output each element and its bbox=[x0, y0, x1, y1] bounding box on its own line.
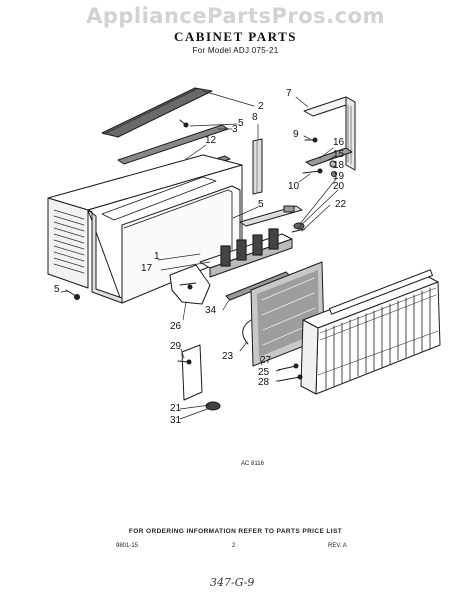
callout-label: 7 bbox=[286, 88, 292, 99]
page-number: 2 bbox=[232, 543, 236, 549]
callout-label: 5 bbox=[54, 284, 60, 295]
callout-label: 17 bbox=[141, 263, 153, 274]
callout-label: 18 bbox=[333, 160, 345, 171]
callout-label: 27 bbox=[260, 355, 272, 366]
callout-label: 29 bbox=[170, 341, 182, 352]
callout-label: 15 bbox=[333, 149, 345, 160]
callout-label: 20 bbox=[333, 181, 345, 192]
ordering-note: FOR ORDERING INFORMATION REFER TO PARTS … bbox=[128, 528, 343, 535]
part-front-grille-23 bbox=[300, 269, 441, 395]
callout-label: 23 bbox=[222, 351, 234, 362]
part-side-bracket-21 bbox=[177, 344, 221, 411]
part-post-8 bbox=[252, 138, 263, 195]
callout-label: 31 bbox=[170, 415, 182, 426]
screw-icon bbox=[277, 363, 303, 382]
revision-label: REV. A bbox=[328, 543, 347, 549]
callout-label: 22 bbox=[335, 199, 347, 210]
watermark-text: AppliancePartsPros.com bbox=[86, 4, 385, 28]
callout-label: 21 bbox=[170, 403, 182, 414]
callout-label: 1 bbox=[154, 251, 160, 262]
screw-icon bbox=[65, 289, 80, 300]
callout-label: 25 bbox=[258, 367, 270, 378]
part-support-bracket-28 bbox=[169, 264, 211, 305]
model-subtitle: For Model ADJ 075-21 bbox=[192, 46, 279, 55]
callout-label: 19 bbox=[333, 171, 345, 182]
callout-label: 3 bbox=[232, 124, 238, 135]
part-side-frame-7 bbox=[303, 96, 356, 171]
callout-label: 10 bbox=[288, 181, 300, 192]
callout-label: 9 bbox=[293, 129, 299, 140]
figure-code: AC 8116 bbox=[241, 461, 264, 467]
callout-label: 28 bbox=[258, 377, 270, 388]
part-top-rail bbox=[101, 87, 213, 138]
diagram-title: CABINET PARTS bbox=[174, 29, 297, 44]
document-code: 9801-15 bbox=[116, 543, 139, 549]
callout-label: 12 bbox=[205, 135, 217, 146]
leader-lines bbox=[60, 90, 339, 420]
callout-label: 8 bbox=[252, 112, 258, 123]
callout-label: 5 bbox=[258, 199, 264, 210]
callout-label: 2 bbox=[258, 101, 264, 112]
callout-label: 5 bbox=[238, 118, 244, 129]
part-cabinet-shell bbox=[47, 154, 243, 304]
callout-label: 26 bbox=[170, 321, 182, 332]
callout-label: 16 bbox=[333, 137, 345, 148]
callout-label: 34 bbox=[205, 305, 217, 316]
handwritten-note: 347-G-9 bbox=[210, 576, 255, 589]
